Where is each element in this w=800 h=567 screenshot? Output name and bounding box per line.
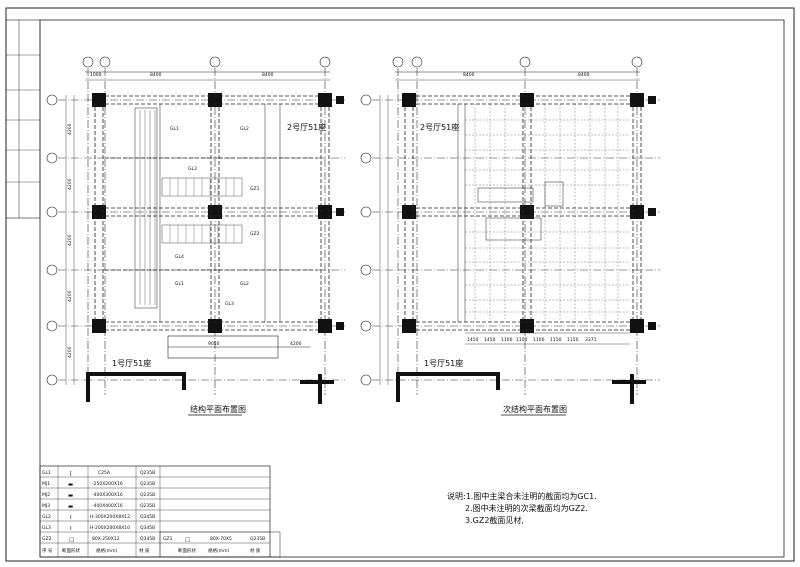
table-row: MJ1 ▬ -250X200X16 Q235B [42, 481, 155, 488]
note-line-3: 3.GZ2截面见材, [465, 515, 524, 525]
header-shape-2: 断面形状 [178, 547, 196, 554]
header-spec: 规格(mm) [96, 547, 118, 554]
row-5-no: GL2 [42, 514, 51, 520]
left-plan-caption: 结构平面布置图 [190, 404, 246, 414]
right-room-top-label: 2号厅51座 [420, 122, 459, 132]
left-member-label-4: GZ1 [250, 186, 260, 192]
table-row: GZ2 □ 80X-250X12 Q345B GZ1 □ 80X-70X5 Q2… [42, 536, 265, 543]
left-top-dim-2: 8400 [150, 72, 162, 78]
row-5-spec: H-300X200X8X12 [90, 514, 130, 520]
left-member-label-7: GL1 [175, 281, 184, 287]
sheet-inner-border [39, 19, 785, 558]
row-7-shape: □ [69, 537, 74, 543]
row-2-no: MJ1 [42, 481, 50, 487]
left-member-label-8: GL2 [240, 281, 249, 287]
row-4-shape: ▬ [68, 504, 73, 510]
right-bottom-dim-2: 1450 [484, 337, 496, 343]
row-6-no: GL3 [42, 525, 51, 531]
right-panel-grid [465, 104, 630, 322]
row-3-spec: -400X300X16 [92, 492, 123, 498]
row-6-mat: Q345B [140, 525, 155, 531]
table-row: GL2 I H-300X200X8X12 Q345B [42, 514, 155, 521]
row-7-spec: 80X-250X12 [92, 536, 120, 542]
material-table: GL1 [ C25A Q235B MJ1 ▬ -250X200X16 Q235B… [39, 465, 281, 558]
row-4-spec: -400X400X16 [92, 503, 123, 509]
right-bottom-dim-7: 1150 [567, 337, 579, 343]
left-side-dim-1: 4200 [67, 123, 73, 135]
right-bottom-dim-3: 1100 [501, 337, 513, 343]
left-top-dim-1: 1000 [90, 72, 102, 78]
table-row: MJ3 ▬ -400X400X16 Q235B [42, 503, 155, 510]
left-side-dim-3: 4200 [67, 234, 73, 246]
header-no: 序 号 [42, 547, 53, 554]
left-member-label-2: GL2 [240, 126, 249, 132]
row-3-mat: Q235B [140, 492, 155, 498]
left-member-label-9: GL3 [225, 301, 234, 307]
row-7b-spec: 80X-70X5 [210, 536, 232, 542]
table-row: MJ2 ▬ -400X300X16 Q235B [42, 492, 155, 499]
row-7-no: GZ2 [42, 536, 52, 542]
note-line-2: 2.图中未注明的次梁截面均为GZ2. [465, 503, 588, 513]
left-inner-dim-2: 4200 [290, 341, 302, 347]
row-1-no: GL1 [42, 470, 51, 476]
right-bottom-dim-4: 1100 [516, 337, 528, 343]
left-inner-dim-1: 9050 [208, 341, 220, 347]
row-7b-mat: Q235B [250, 536, 265, 542]
table-row: GL3 I H-200X200X8X10 Q345B [42, 525, 155, 532]
header-mat-2: 材 质 [250, 547, 261, 554]
left-side-dim-5: 4200 [67, 346, 73, 358]
row-7b-no: GZ1 [163, 536, 173, 542]
row-1-shape: [ [70, 471, 72, 477]
right-bottom-dim-1: 1450 [467, 337, 479, 343]
row-4-mat: Q235B [140, 503, 155, 509]
sheet-outer-border [5, 7, 795, 562]
row-5-shape: I [70, 515, 72, 521]
header-shape: 断面形状 [62, 547, 80, 554]
table-header: 序 号 断面形状 规格(mm) 材 质 断面形状 规格(mm) 材 质 [42, 547, 261, 554]
left-member-label-3: GL3 [188, 166, 197, 172]
note-line-1: 说明:1.图中主梁合未注明的截面均为GC1. [447, 491, 597, 501]
row-7-mat: Q345B [140, 536, 155, 542]
right-room-bottom-label: 1号厅51座 [424, 358, 463, 368]
binding-strip [5, 19, 41, 219]
right-columns [402, 93, 656, 333]
right-structural-plan: 8400 8400 [360, 56, 660, 416]
left-room-bottom-label: 1号厅51座 [112, 358, 151, 368]
row-1-mat: Q235B [140, 470, 155, 476]
notes-block: 说明:1.图中主梁合未注明的截面均为GC1. 2.图中未注明的次梁截面均为GZ2… [447, 491, 597, 525]
row-6-spec: H-200X200X8X10 [90, 525, 130, 531]
row-6-shape: I [70, 526, 72, 532]
left-member-label-1: GL1 [170, 126, 179, 132]
right-top-dim-2: 8400 [578, 72, 590, 78]
left-axis-bubbles [46, 56, 331, 386]
row-3-no: MJ2 [42, 492, 50, 498]
row-2-shape: ▬ [68, 482, 73, 488]
right-plan-caption: 次结构平面布置图 [503, 404, 567, 414]
table-row: GL1 [ C25A Q235B [42, 470, 155, 477]
header-spec-2: 规格(mm) [208, 547, 230, 554]
right-bottom-dim-6: 1150 [550, 337, 562, 343]
left-room-top-label: 2号厅51座 [287, 122, 326, 132]
right-axis-bubbles [360, 56, 643, 386]
row-4-no: MJ3 [42, 503, 50, 509]
left-top-dim-3: 8400 [262, 72, 274, 78]
row-1-spec: C25A [98, 470, 111, 476]
left-structural-plan: 1000 8400 8400 4200 4200 42 [46, 56, 345, 416]
row-2-spec: -250X200X16 [92, 481, 123, 487]
row-5-mat: Q345B [140, 514, 155, 520]
right-top-dim-1: 8400 [463, 72, 475, 78]
left-member-label-6: GL4 [175, 254, 184, 260]
header-mat: 材 质 [139, 547, 150, 554]
left-member-label-5: GZ2 [250, 231, 260, 237]
left-columns [92, 93, 344, 333]
left-side-dim-2: 4200 [67, 178, 73, 190]
right-bottom-dim-5: 1100 [533, 337, 545, 343]
right-bottom-dim-8: 3371 [585, 337, 597, 343]
row-7b-shape: □ [185, 537, 190, 543]
left-side-dim-4: 4200 [67, 290, 73, 302]
row-2-mat: Q235B [140, 481, 155, 487]
row-3-shape: ▬ [68, 493, 73, 499]
